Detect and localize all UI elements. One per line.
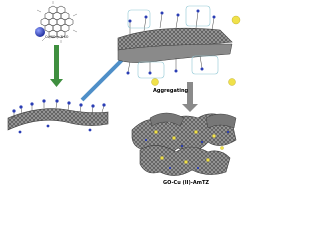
aggregating-label: Aggregating — [153, 88, 189, 94]
functionalized-sheet-icon — [7, 99, 109, 134]
copper-coordination-bubbles — [127, 5, 241, 86]
aggregating-arrow-icon — [182, 82, 198, 112]
aggregated-network-icon — [131, 112, 237, 176]
down-arrow-icon — [50, 45, 63, 87]
scheme-canvas — [7, 1, 241, 176]
stacked-sheets-icon — [117, 5, 241, 86]
product-label: GO-Cu (II)-AmTZ — [163, 180, 209, 186]
graphene-oxide-structure-icon — [34, 1, 78, 43]
copper-ion-ball-icon — [35, 27, 45, 37]
reagent-label: Cu(NO₃)₂·3H₂O — [45, 35, 69, 39]
